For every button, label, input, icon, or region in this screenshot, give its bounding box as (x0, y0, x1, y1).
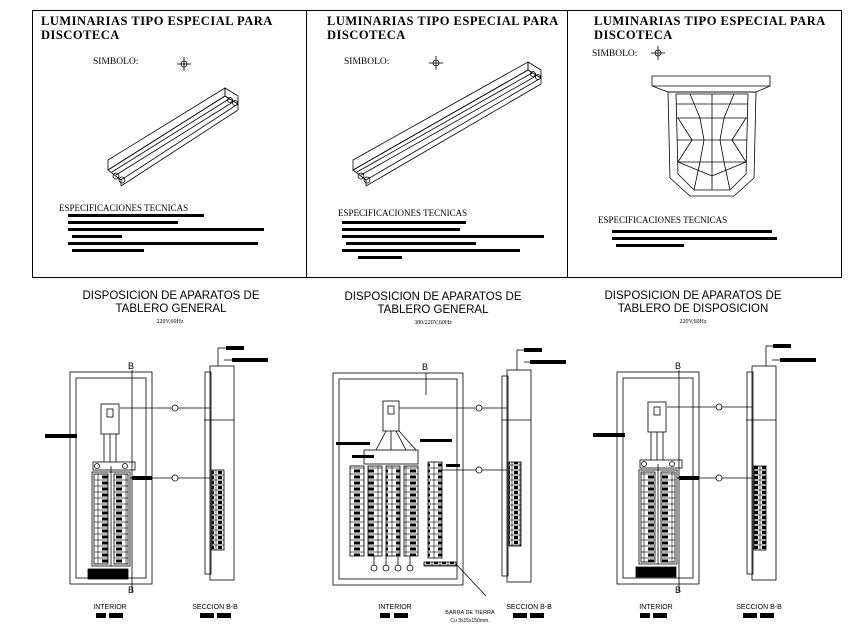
specs-label: ESPECIFICACIONES TECNICAS (59, 203, 189, 213)
special-lamp-3 (651, 75, 771, 197)
panel-title: LUMINARIAS TIPO ESPECIAL PARA DISCOTECA (594, 14, 826, 42)
board-1-interior (69, 370, 210, 592)
luminaria-panel-2: LUMINARIAS TIPO ESPECIAL PARA DISCOTECA … (306, 10, 568, 278)
board-voltage-3: 220V,60Hz (679, 319, 707, 325)
spec-text-blocks (68, 214, 777, 259)
b-label: B (127, 585, 134, 595)
simbolo-label: SIMBOLO: (93, 57, 139, 67)
seccion-label: SECCION B-B (506, 604, 552, 611)
panel-title: LUMINARIAS TIPO ESPECIAL PARA DISCOTECA (327, 14, 559, 42)
interior-label: INTERIOR (378, 604, 412, 611)
board-title-1: DISPOSICION DE APARATOS DE TABLERO GENER… (82, 290, 260, 315)
board-1-section (204, 347, 235, 581)
simbolo-label: SIMBOLO: (592, 49, 638, 59)
b-label: B (674, 361, 681, 371)
board-3-section (746, 345, 780, 581)
specs-label: ESPECIFICACIONES TECNICAS (338, 208, 468, 218)
fluorescent-fixture-2 (352, 61, 542, 187)
specs-label: ESPECIFICACIONES TECNICAS (598, 215, 728, 225)
board-title-3: DISPOSICION DE APARATOS DE TABLERO DE DI… (604, 290, 782, 315)
symbol-icon (651, 46, 665, 60)
luminaria-panel-1: LUMINARIAS TIPO ESPECIAL PARA DISCOTECA … (32, 10, 307, 278)
simbolo-label: SIMBOLO: (344, 57, 390, 67)
seccion-label: SECCION B-B (736, 604, 782, 611)
panel-title: LUMINARIAS TIPO ESPECIAL PARA DISCOTECA (41, 14, 273, 42)
barra-label: BARRA DE TIERRA (445, 610, 495, 616)
interior-label: INTERIOR (639, 604, 673, 611)
symbol-icon (429, 56, 443, 70)
board-voltage-1: 220V,60Hz (156, 319, 184, 325)
board-voltage-2: 380/220V,60Hz (414, 320, 452, 326)
board-2-interior (332, 372, 507, 597)
interior-label: INTERIOR (93, 604, 127, 611)
b-label: B (421, 362, 428, 372)
fluorescent-fixture-1 (107, 87, 239, 187)
board-2-section (501, 349, 532, 583)
board-title-2: DISPOSICION DE APARATOS DE TABLERO GENER… (344, 291, 522, 316)
b-label: B (674, 585, 681, 595)
board-3-interior (616, 370, 752, 592)
luminaria-panel-3: LUMINARIAS TIPO ESPECIAL PARA DISCOTECA … (567, 10, 842, 278)
seccion-label: SECCION B-B (192, 604, 238, 611)
symbol-icon (177, 57, 191, 71)
b-label: B (127, 361, 134, 371)
barra-spec: Cu 3x15x150mm. (450, 618, 490, 624)
callout-labels (45, 344, 816, 618)
